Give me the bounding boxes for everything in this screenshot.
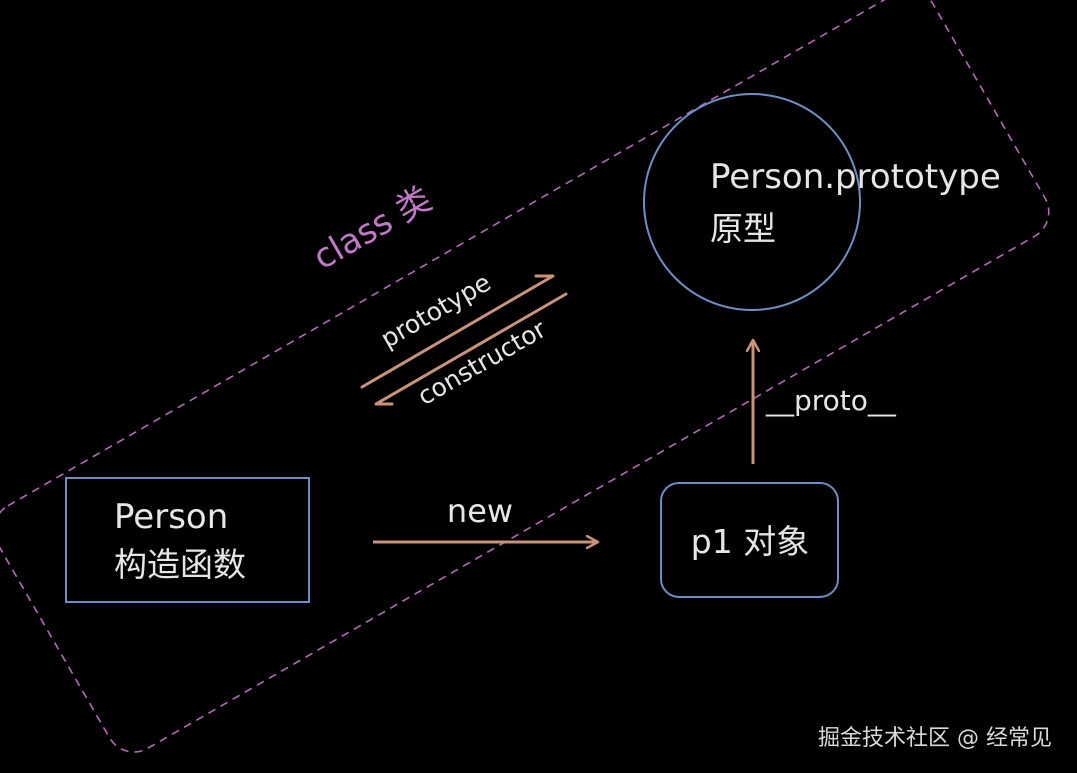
proto-edge: __proto__ bbox=[753, 340, 897, 464]
prototype-arrow bbox=[360, 274, 555, 389]
constructor-desc: 构造函数 bbox=[114, 545, 246, 584]
instance-box bbox=[660, 482, 839, 598]
constructor-box bbox=[65, 477, 310, 603]
watermark-text: 掘金技术社区 @ 经常见 bbox=[818, 726, 1052, 751]
instance-node: p1 对象 bbox=[660, 482, 839, 598]
new-label: new bbox=[447, 492, 513, 530]
prototype-circle bbox=[643, 93, 861, 311]
constructor-name: Person bbox=[114, 497, 228, 537]
prototype-node: Person.prototype 原型 bbox=[643, 93, 1001, 311]
instance-label: p1 对象 bbox=[691, 522, 809, 561]
constructor-arrow bbox=[374, 292, 568, 406]
prototype-desc: 原型 bbox=[710, 209, 776, 248]
prototype-constructor-edges: prototype constructor bbox=[360, 268, 568, 411]
prototype-edge-label: prototype bbox=[376, 268, 496, 354]
constructor-node: Person 构造函数 bbox=[65, 477, 310, 603]
prototype-name: Person.prototype bbox=[710, 157, 1001, 197]
new-edge: new bbox=[373, 492, 598, 542]
class-label: class 类 bbox=[307, 179, 439, 278]
class-group-boundary bbox=[0, 0, 1050, 753]
proto-label: __proto__ bbox=[765, 384, 897, 417]
